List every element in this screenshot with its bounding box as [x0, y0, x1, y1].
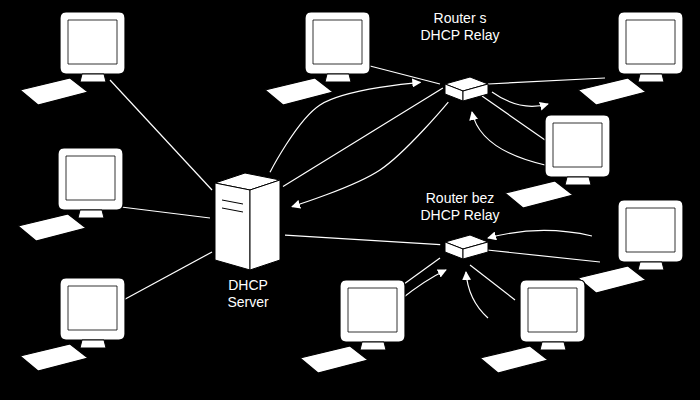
- computer-icon: [578, 200, 683, 293]
- node-label: Router s DHCP Relay: [418, 10, 502, 44]
- node-label: DHCP Server: [206, 277, 290, 311]
- router-face: [463, 84, 488, 101]
- computer-icon: [265, 12, 370, 105]
- router-face: [445, 84, 463, 101]
- computer-icon: [300, 280, 405, 373]
- flow-arrow: [492, 92, 548, 106]
- network-link: [487, 250, 600, 262]
- computer-icon: [20, 278, 125, 371]
- server-face: [222, 200, 243, 204]
- network-connector: [270, 82, 420, 172]
- network-link: [488, 78, 605, 84]
- server-face: [250, 180, 280, 270]
- flow-arrow: [400, 270, 446, 300]
- computer-icon: [20, 12, 125, 105]
- computer-icon: [505, 115, 610, 208]
- router-icon: [440, 74, 490, 104]
- router-face: [463, 242, 488, 259]
- network-connector: [283, 88, 443, 187]
- relay-router: Router s DHCP Relay: [415, 10, 505, 104]
- server-face: [215, 183, 250, 270]
- network-connector: [285, 235, 440, 245]
- computer-icon: [18, 148, 123, 241]
- flow-arrow: [472, 112, 545, 165]
- server-icon: [210, 168, 285, 273]
- router-face: [445, 242, 463, 259]
- plain-router: Router bez DHCP Relay: [415, 190, 505, 262]
- network-link: [110, 80, 212, 190]
- computer-icon: [480, 280, 585, 373]
- dhcp-server: DHCP Server: [198, 168, 298, 311]
- flow-arrow: [466, 272, 488, 318]
- server-face: [222, 208, 243, 212]
- router-icon: [440, 232, 490, 262]
- computer-icon: [578, 12, 683, 105]
- node-label: Router bez DHCP Relay: [418, 190, 502, 224]
- network-connector: [292, 102, 448, 206]
- network-link: [370, 66, 440, 84]
- network-link: [470, 265, 515, 300]
- flow-arrow: [488, 230, 592, 238]
